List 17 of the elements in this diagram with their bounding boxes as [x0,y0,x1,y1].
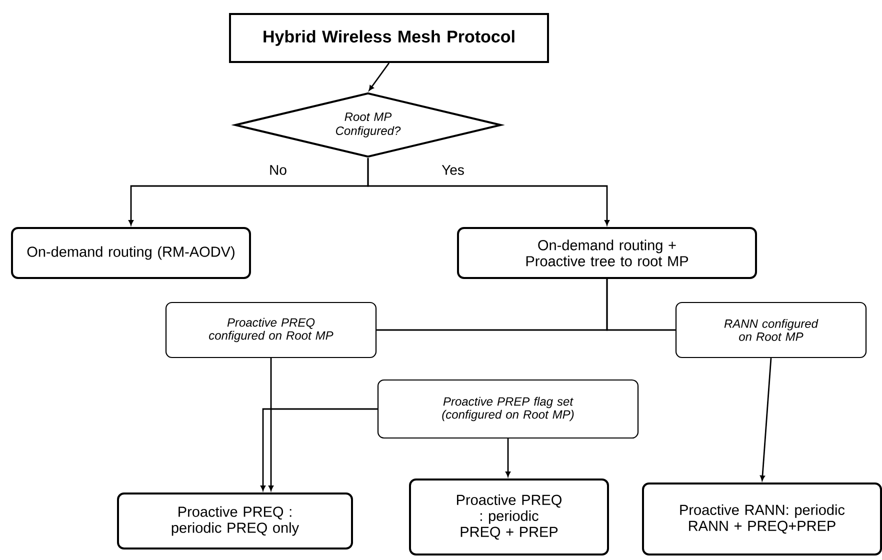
edge-label: Yes [440,164,466,176]
edge-label: No [268,164,288,176]
process-box: Proactive PREQ : periodic PREQ only [117,492,353,550]
arrow [506,438,510,477]
arrow [367,158,610,226]
process-box: Proactive PREQ : periodic PREQ + PREP [409,478,609,556]
process-box: On-demand routing (RM-AODV) [11,227,251,279]
title-box: Hybrid Wireless Mesh Protocol [229,13,549,63]
process-box: On-demand routing + Proactive tree to root MP [457,227,757,279]
condition-box: Proactive PREQ configured on Root MP [165,302,377,358]
arrow [368,62,390,91]
arrow [760,358,772,481]
condition-box: Proactive PREP flag set (configured on Root MP) [377,379,639,439]
process-box: Proactive RANN: periodic RANN + PREQ+PREP [642,482,882,556]
arrow [260,408,378,491]
condition-box: RANN configured on Root MP [675,302,867,358]
arrow [268,358,274,491]
